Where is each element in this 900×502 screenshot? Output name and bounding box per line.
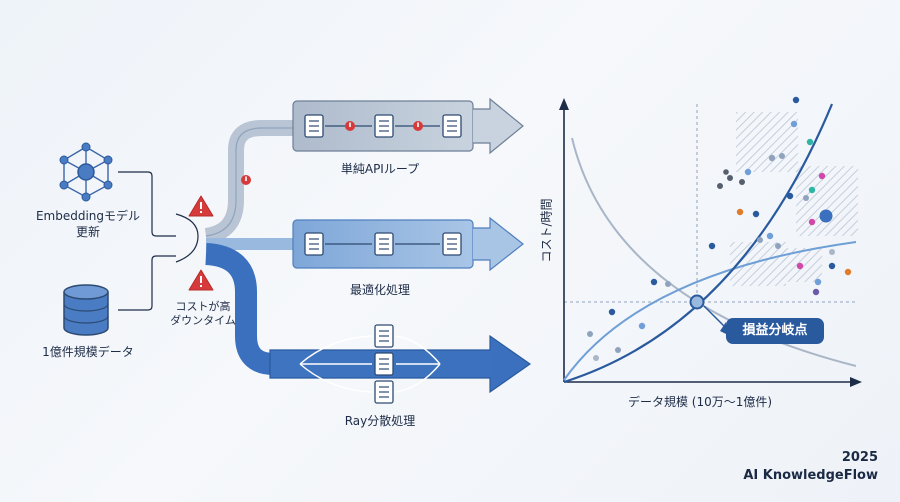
pipeline-ray-band	[269, 324, 532, 404]
hatched-region	[736, 112, 798, 172]
warning-icon	[188, 269, 214, 291]
chart-x-axis-label: データ規模 (10万〜1億件)	[627, 395, 773, 409]
database-icon	[63, 284, 109, 336]
curve-exponential	[563, 103, 834, 384]
warning-icon	[188, 195, 214, 217]
curve-decreasing	[571, 137, 857, 367]
pipeline-ray-label: Ray分散処理	[344, 414, 416, 428]
chart-y-axis-label: コスト/時間	[539, 198, 554, 263]
error-icon	[241, 175, 251, 185]
pipeline-simple-connector	[204, 120, 300, 244]
curve-log	[563, 241, 857, 381]
embedding-model-icon	[59, 142, 113, 202]
chart	[559, 96, 862, 387]
footer: 2025 AI KnowledgeFlow	[743, 449, 878, 485]
pipeline-simple-docs	[304, 114, 462, 138]
pipeline-simple-label: 単純APIループ	[340, 162, 420, 176]
hatched-region	[730, 242, 786, 286]
scatter-points	[587, 96, 852, 361]
breakeven-point-marker	[689, 294, 727, 334]
pipeline-optimized-label: 最適化処理	[349, 283, 410, 297]
hatched-region	[796, 166, 858, 236]
data-scale-label: 1億件規模データ	[42, 345, 134, 359]
footer-brand: AI KnowledgeFlow	[743, 468, 878, 483]
footer-year: 2025	[841, 450, 878, 465]
breakeven-badge: 損益分岐点	[726, 318, 824, 344]
warning-label: コストが高 ダウンタイム	[170, 300, 236, 327]
input-connectors	[118, 171, 199, 311]
embedding-model-label: Embeddingモデル 更新	[35, 209, 141, 239]
pipeline-ray-connector	[204, 243, 300, 375]
pipeline-optimized-docs	[304, 232, 462, 256]
